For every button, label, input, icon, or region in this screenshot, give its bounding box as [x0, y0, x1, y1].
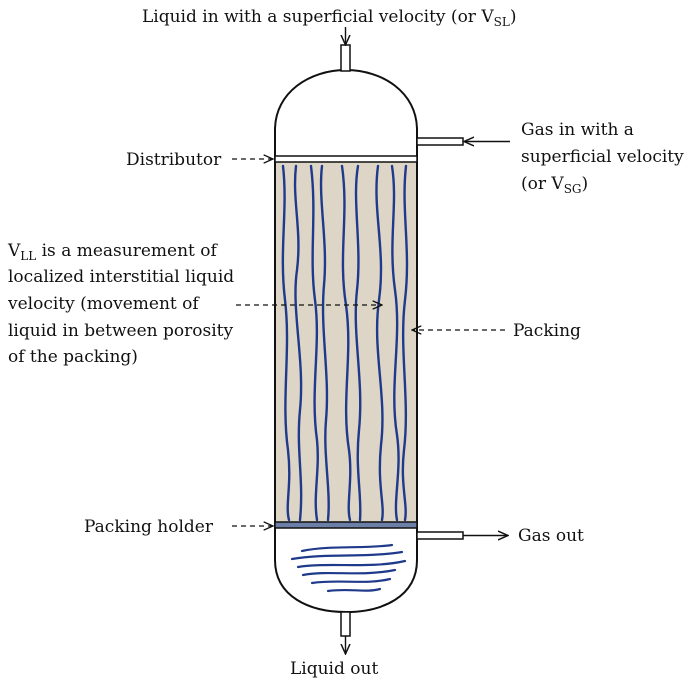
liquid-outlet-nozzle [340, 611, 351, 637]
liquid-out-label: Liquid out [290, 659, 378, 679]
distributor-label: Distributor [126, 150, 222, 170]
bottom-head [274, 526, 418, 614]
gas-out-label: Gas out [518, 526, 584, 546]
gas-in-label-line3: (or VSG) [521, 174, 588, 196]
liquid-channel [340, 164, 352, 522]
liquid-pool-stroke [296, 559, 407, 569]
liquid-channel [319, 164, 330, 522]
vll-line1: VLL is a measurement of [7, 241, 219, 263]
vll-line3: velocity (movement of [7, 294, 200, 314]
liquid-channel [401, 164, 409, 522]
packing-holder-label: Packing holder [84, 517, 214, 537]
liquid-pool-stroke [326, 587, 382, 593]
liquid-channel [354, 164, 362, 522]
distributor-plate [274, 155, 418, 163]
gas-in-label-line2: superficial velocity [521, 147, 684, 167]
liquid-pool-stroke [301, 568, 397, 577]
liquid-pool-stroke [300, 543, 394, 553]
liquid-inlet-nozzle [340, 44, 351, 72]
liquid-pool-stroke [310, 577, 392, 585]
top-head [274, 68, 418, 160]
packing-holder-plate [274, 521, 418, 529]
vll-description: VLL is a measurement of localized inters… [7, 241, 234, 367]
gas-in-label-line1: Gas in with a [521, 120, 634, 140]
flow-arrows [346, 27, 510, 654]
liquid-pool-stroke [290, 550, 404, 561]
gas-inlet-nozzle [416, 137, 464, 146]
vll-line4: liquid in between porosity [8, 321, 233, 341]
nozzles [340, 44, 464, 637]
vll-line2: localized interstitial liquid [8, 267, 234, 287]
liquid-channel [390, 164, 400, 522]
liquid-in-label: Liquid in with a superficial velocity (o… [142, 7, 516, 29]
liquid-channel [293, 164, 303, 522]
vll-line5: of the packing) [8, 347, 138, 367]
pointer-arrows [232, 159, 505, 526]
liquid-flow-channels [281, 164, 409, 522]
liquid-channel [309, 164, 319, 522]
packing-label: Packing [513, 321, 581, 341]
liquid-pool [290, 543, 407, 593]
liquid-channel [375, 164, 384, 522]
gas-in-label: Gas in with a superficial velocity (or V… [521, 120, 684, 196]
gas-outlet-nozzle [416, 531, 464, 540]
liquid-channel [281, 164, 291, 522]
